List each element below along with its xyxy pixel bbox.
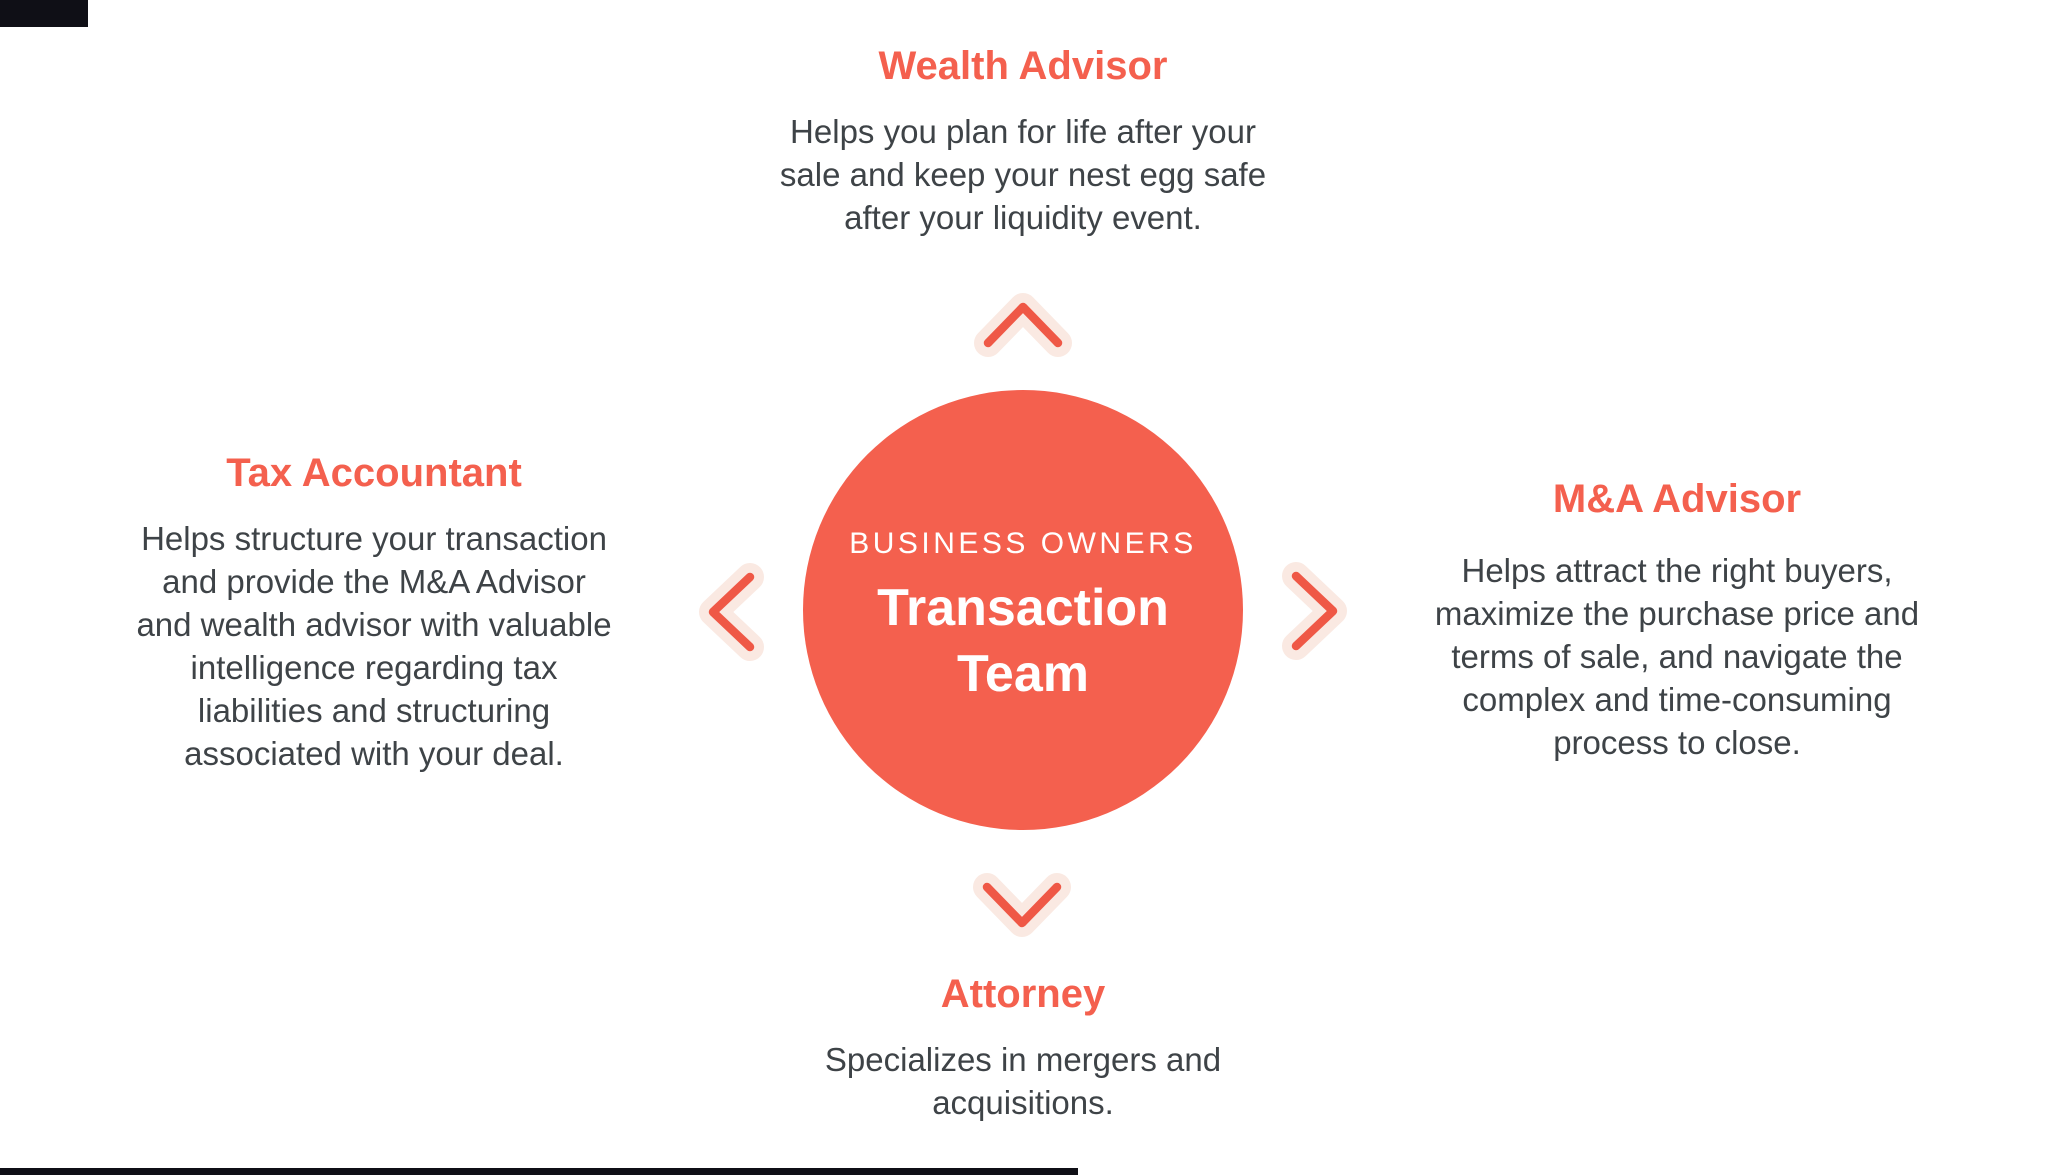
center-title-line2: Team bbox=[957, 645, 1089, 703]
screenshot-artifact-bottom-bar bbox=[0, 1168, 1078, 1175]
section-ma-advisor: M&A Advisor Helps attract the right buye… bbox=[1397, 475, 1957, 764]
description-line: Helps structure your transaction bbox=[141, 520, 607, 557]
description-line: Helps you plan for life after your bbox=[790, 113, 1256, 150]
wealth-advisor-heading: Wealth Advisor bbox=[878, 44, 1168, 88]
tax-accountant-heading: Tax Accountant bbox=[226, 451, 522, 495]
wealth-advisor-description: Helps you plan for life after your sale … bbox=[613, 110, 1433, 239]
description-line: Helps attract the right buyers, bbox=[1461, 552, 1893, 589]
tax-accountant-description: Helps structure your transaction and pro… bbox=[104, 517, 644, 775]
description-line: terms of sale, and navigate the bbox=[1451, 638, 1903, 675]
center-circle-text: BUSINESS OWNERS Transaction Team bbox=[849, 527, 1197, 707]
center-circle: BUSINESS OWNERS Transaction Team bbox=[803, 390, 1243, 830]
description-line: process to close. bbox=[1553, 724, 1801, 761]
chevron-right-icon bbox=[1282, 562, 1347, 660]
description-line: associated with your deal. bbox=[184, 735, 564, 772]
attorney-heading: Attorney bbox=[940, 972, 1106, 1016]
chevron-left-icon bbox=[699, 563, 764, 661]
center-eyebrow: BUSINESS OWNERS bbox=[849, 527, 1197, 560]
description-line: after your liquidity event. bbox=[844, 199, 1202, 236]
description-line: sale and keep your nest egg safe bbox=[779, 156, 1267, 193]
description-line: and provide the M&A Advisor bbox=[162, 563, 586, 600]
description-line: intelligence regarding tax bbox=[190, 649, 558, 686]
screenshot-artifact-top-left bbox=[0, 0, 88, 27]
ma-advisor-description: Helps attract the right buyers, maximize… bbox=[1397, 549, 1957, 764]
attorney-description: Specializes in mergers and acquisitions. bbox=[673, 1038, 1373, 1124]
description-line: acquisitions. bbox=[932, 1084, 1114, 1121]
description-line: Specializes in mergers and bbox=[824, 1041, 1222, 1078]
section-attorney: Attorney Specializes in mergers and acqu… bbox=[673, 970, 1373, 1124]
description-line: liabilities and structuring bbox=[197, 692, 551, 729]
ma-advisor-heading: M&A Advisor bbox=[1552, 477, 1802, 521]
chevron-up-icon bbox=[974, 293, 1072, 357]
section-tax-accountant: Tax Accountant Helps structure your tran… bbox=[104, 449, 644, 775]
description-line: complex and time-consuming bbox=[1462, 681, 1892, 718]
center-title-line1: Transaction bbox=[877, 579, 1169, 637]
description-line: and wealth advisor with valuable bbox=[136, 606, 612, 643]
description-line: maximize the purchase price and bbox=[1434, 595, 1920, 632]
chevron-down-icon bbox=[973, 873, 1071, 937]
section-wealth-advisor: Wealth Advisor Helps you plan for life a… bbox=[613, 42, 1433, 239]
